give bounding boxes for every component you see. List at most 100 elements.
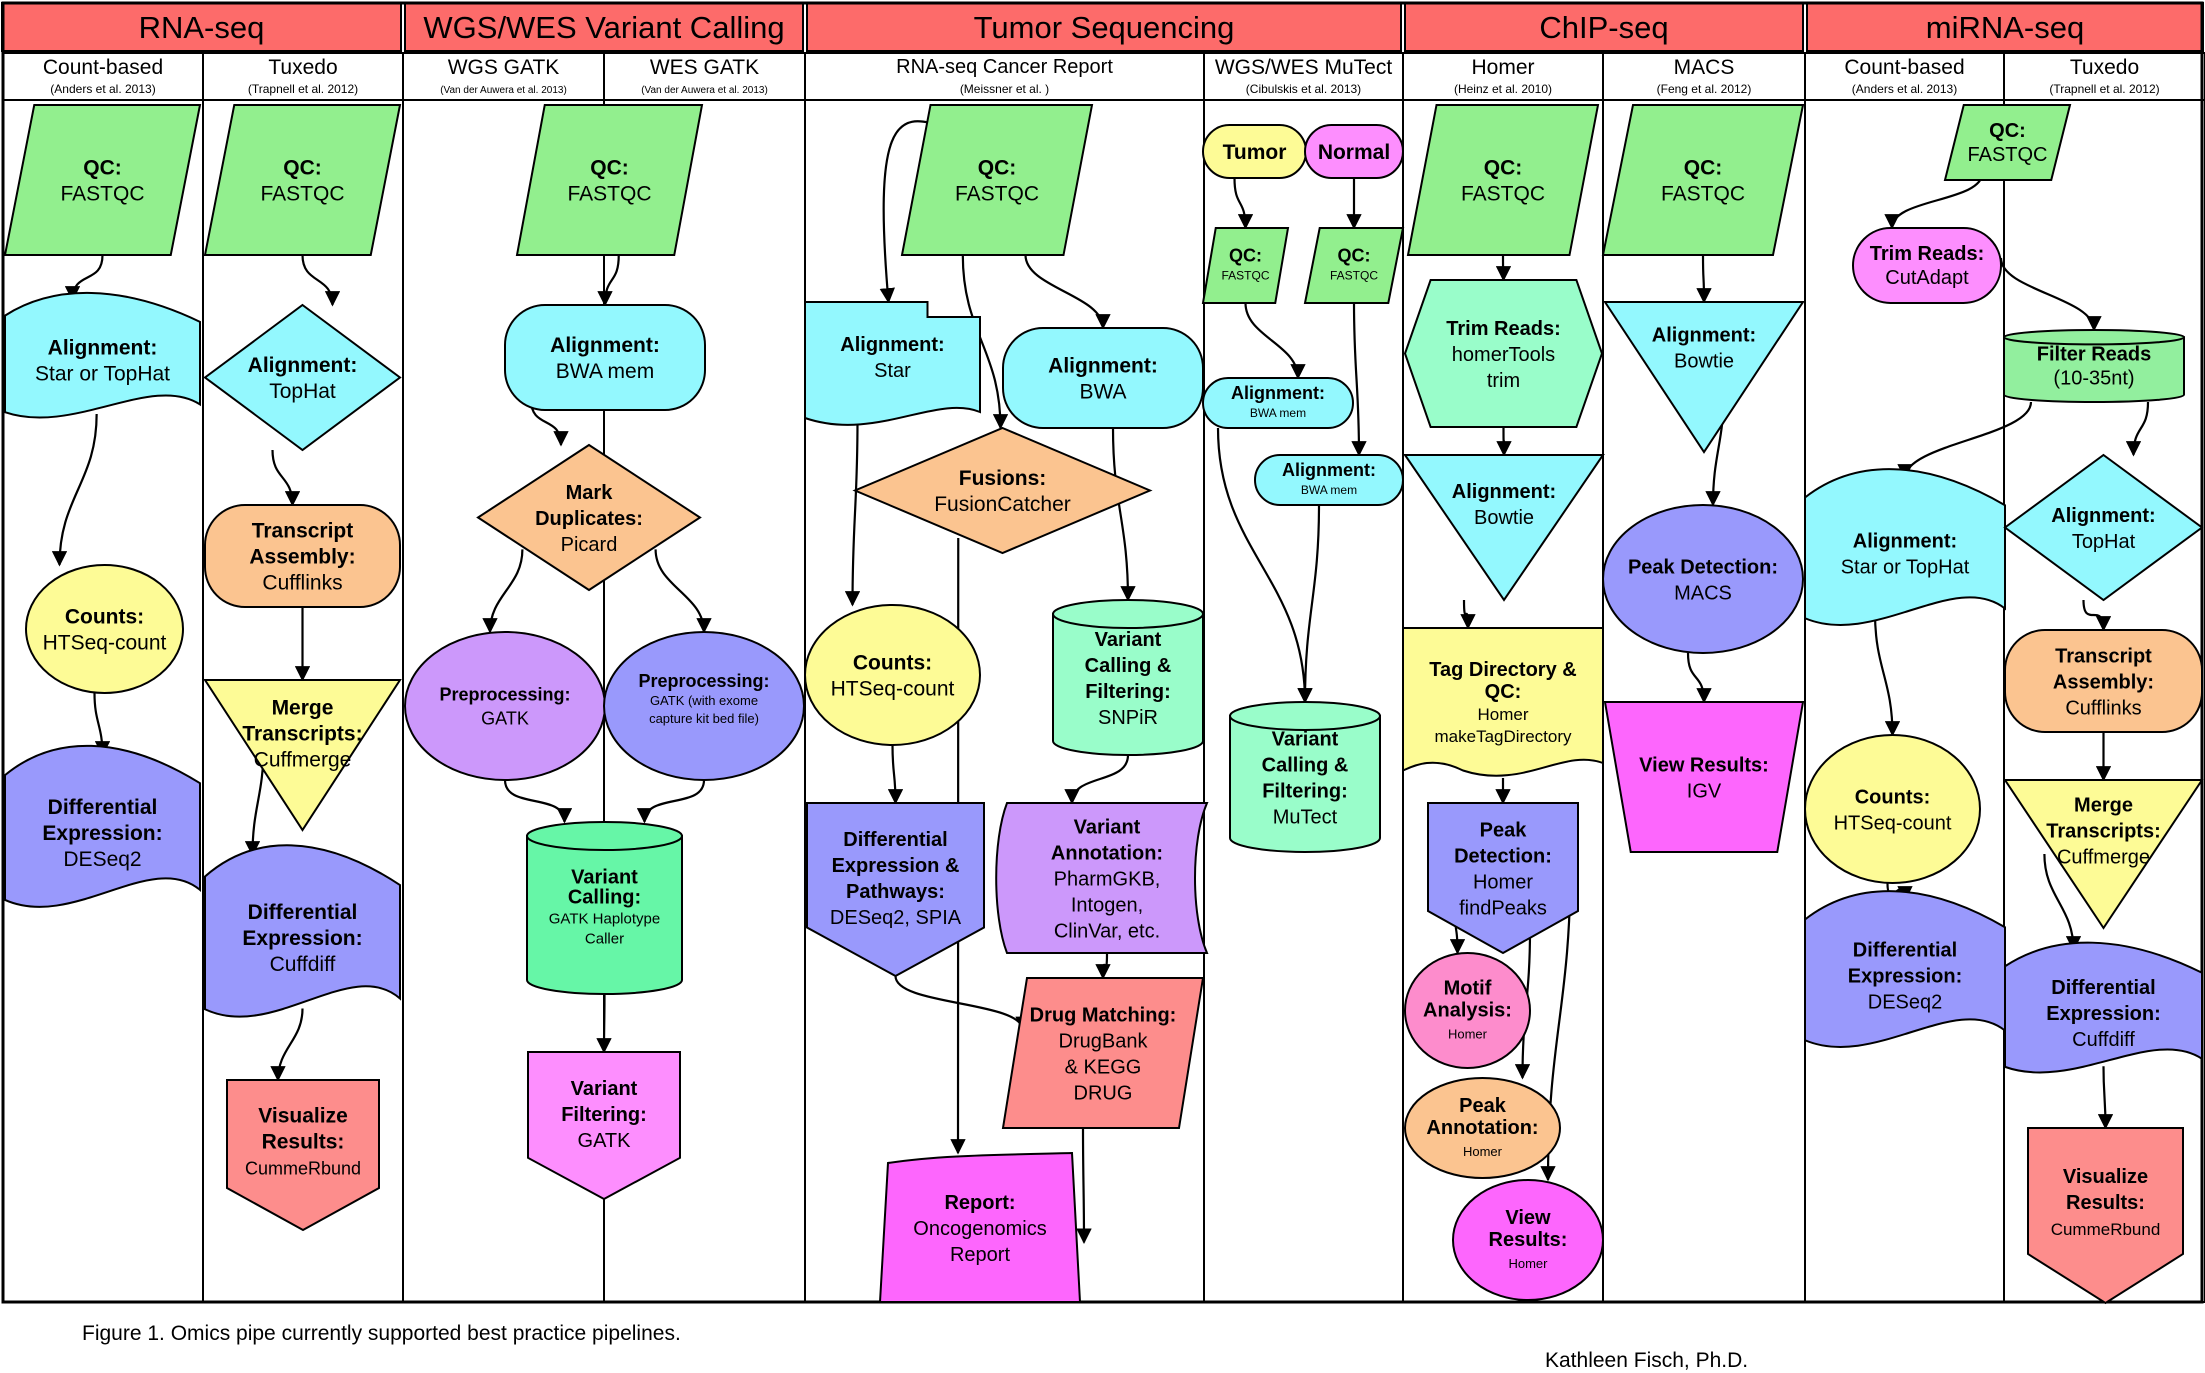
node-detail: FASTQC <box>60 182 144 205</box>
flow-arrow <box>596 993 612 1054</box>
node-title: Normal <box>1318 141 1390 164</box>
flow-arrow <box>597 254 620 307</box>
section-wgs-wes-variant-calling: WGS/WES Variant Calling <box>404 2 804 52</box>
node-detail: Cuffmerge <box>2057 846 2150 868</box>
column-title: WGS GATK <box>448 56 560 79</box>
flow-arrow <box>1111 427 1136 602</box>
node-title: QC: <box>83 156 122 179</box>
column-reference: (Trapnell et al. 2012) <box>248 82 358 96</box>
node-mi-cnt: Counts:HTSeq-count <box>1804 734 1981 884</box>
flow-arrow <box>64 254 104 302</box>
node-title: Transcript <box>252 519 354 542</box>
node-title: Results: <box>262 1130 345 1153</box>
node-detail: IGV <box>1687 780 1722 802</box>
node-t-cnt: Counts:HTSeq-count <box>804 604 981 746</box>
flow-arrow <box>894 975 1031 1033</box>
node-r1-cnt: Counts:HTSeq-count <box>25 564 184 694</box>
column-9: Tuxedo(Trapnell et al. 2012) <box>2003 52 2205 1303</box>
node-title: Detection: <box>1454 845 1552 867</box>
flow-arrow <box>1696 254 1712 304</box>
node-detail: Homer <box>1508 1256 1548 1271</box>
node-mi-qc: QC:FASTQC <box>1943 104 2072 181</box>
node-m-qc1: QC:FASTQC <box>1201 227 1290 304</box>
node-title: Merge <box>272 696 334 719</box>
node-detail: Cufflinks <box>2065 697 2141 719</box>
node-title: Alignment: <box>1048 354 1158 377</box>
node-detail: Bowtie <box>1674 350 1734 372</box>
node-title: Merge <box>2074 794 2133 816</box>
figure-caption: Figure 1. Omics pipe currently supported… <box>82 1322 681 1345</box>
flow-arrow <box>879 120 945 304</box>
node-detail: DESeq2, SPIA <box>830 907 962 929</box>
node-title: Variant <box>1074 816 1141 838</box>
node-t-alns: Alignment:Star <box>804 301 981 426</box>
node-detail: MACS <box>1674 582 1732 604</box>
column-title: WGS/WES MuTect <box>1215 56 1393 79</box>
node-detail: & KEGG <box>1065 1056 1142 1078</box>
node-title: Duplicates: <box>535 508 643 530</box>
node-title: Assembly: <box>2053 671 2154 693</box>
node-detail: (10-35nt) <box>2053 368 2134 390</box>
flow-arrow <box>1999 257 2102 332</box>
node-t-qc: QC:FASTQC <box>900 104 1094 256</box>
node-title: Calling & <box>1085 655 1172 677</box>
node-title: Results: <box>2066 1192 2145 1214</box>
flow-arrow <box>1495 254 1512 282</box>
node-detail: FASTQC <box>260 182 344 205</box>
node-title: Counts: <box>853 651 932 674</box>
node-title: Analysis: <box>1423 1000 1512 1022</box>
node-detail: CutAdapt <box>1885 267 1969 289</box>
node-title: QC: <box>978 156 1017 179</box>
node-title: QC: <box>1684 156 1723 179</box>
node-title: Alignment: <box>1231 383 1325 403</box>
node-m-aln2: Alignment:BWA mem <box>1254 454 1404 506</box>
node-detail: Cuffdiff <box>270 953 336 976</box>
node-m-qc2: QC:FASTQC <box>1303 227 1405 304</box>
node-title: Differential <box>2051 977 2155 999</box>
column-reference: (Anders et al. 2013) <box>1852 82 1957 96</box>
node-m-aln1: Alignment:BWA mem <box>1202 377 1354 429</box>
node-detail: HTSeq-count <box>43 631 167 654</box>
node-detail: Star or TopHat <box>35 362 170 385</box>
node-title: Tag Directory & <box>1429 659 1576 681</box>
node-title: Alignment: <box>248 354 358 377</box>
node-title: Annotation: <box>1051 842 1163 864</box>
node-detail: Homer <box>1477 705 1528 724</box>
section-rna-seq: RNA-seq <box>1 2 402 52</box>
flow-arrow <box>1024 254 1111 330</box>
diagram-frame <box>1 1 2204 1304</box>
node-detail: DRUG <box>1074 1082 1133 1104</box>
node-title: Alignment: <box>1452 481 1556 503</box>
node-t-va: VariantAnnotation:PharmGKB,Intogen,ClinV… <box>995 802 1209 954</box>
section-tumor-sequencing: Tumor Sequencing <box>806 2 1402 52</box>
node-title: Alignment: <box>1652 324 1756 346</box>
node-title: Variant <box>571 1078 638 1100</box>
node-detail: Cuffdiff <box>2072 1029 2135 1051</box>
flow-arrow <box>636 779 706 824</box>
node-detail: GATK <box>578 1130 632 1152</box>
node-detail: findPeaks <box>1459 897 1547 919</box>
node-title: Alignment: <box>550 334 660 357</box>
node-detail: GATK <box>481 709 529 729</box>
section-chip-seq: ChIP-seq <box>1404 2 1804 52</box>
node-title: Tumor <box>1223 141 1287 164</box>
node-title: Filtering: <box>561 1104 647 1126</box>
node-detail: Report <box>950 1244 1010 1266</box>
node-title: Visualize <box>258 1104 348 1127</box>
node-title: QC: <box>1485 681 1522 703</box>
node-detail: HTSeq-count <box>1834 812 1952 834</box>
flow-arrow <box>1686 652 1712 704</box>
node-r2-qc: QC:FASTQC <box>203 104 402 256</box>
column-title: Tuxedo <box>2070 56 2139 79</box>
node-r1-aln: Alignment:Star or TopHat <box>4 291 201 419</box>
flow-arrow <box>654 549 712 634</box>
